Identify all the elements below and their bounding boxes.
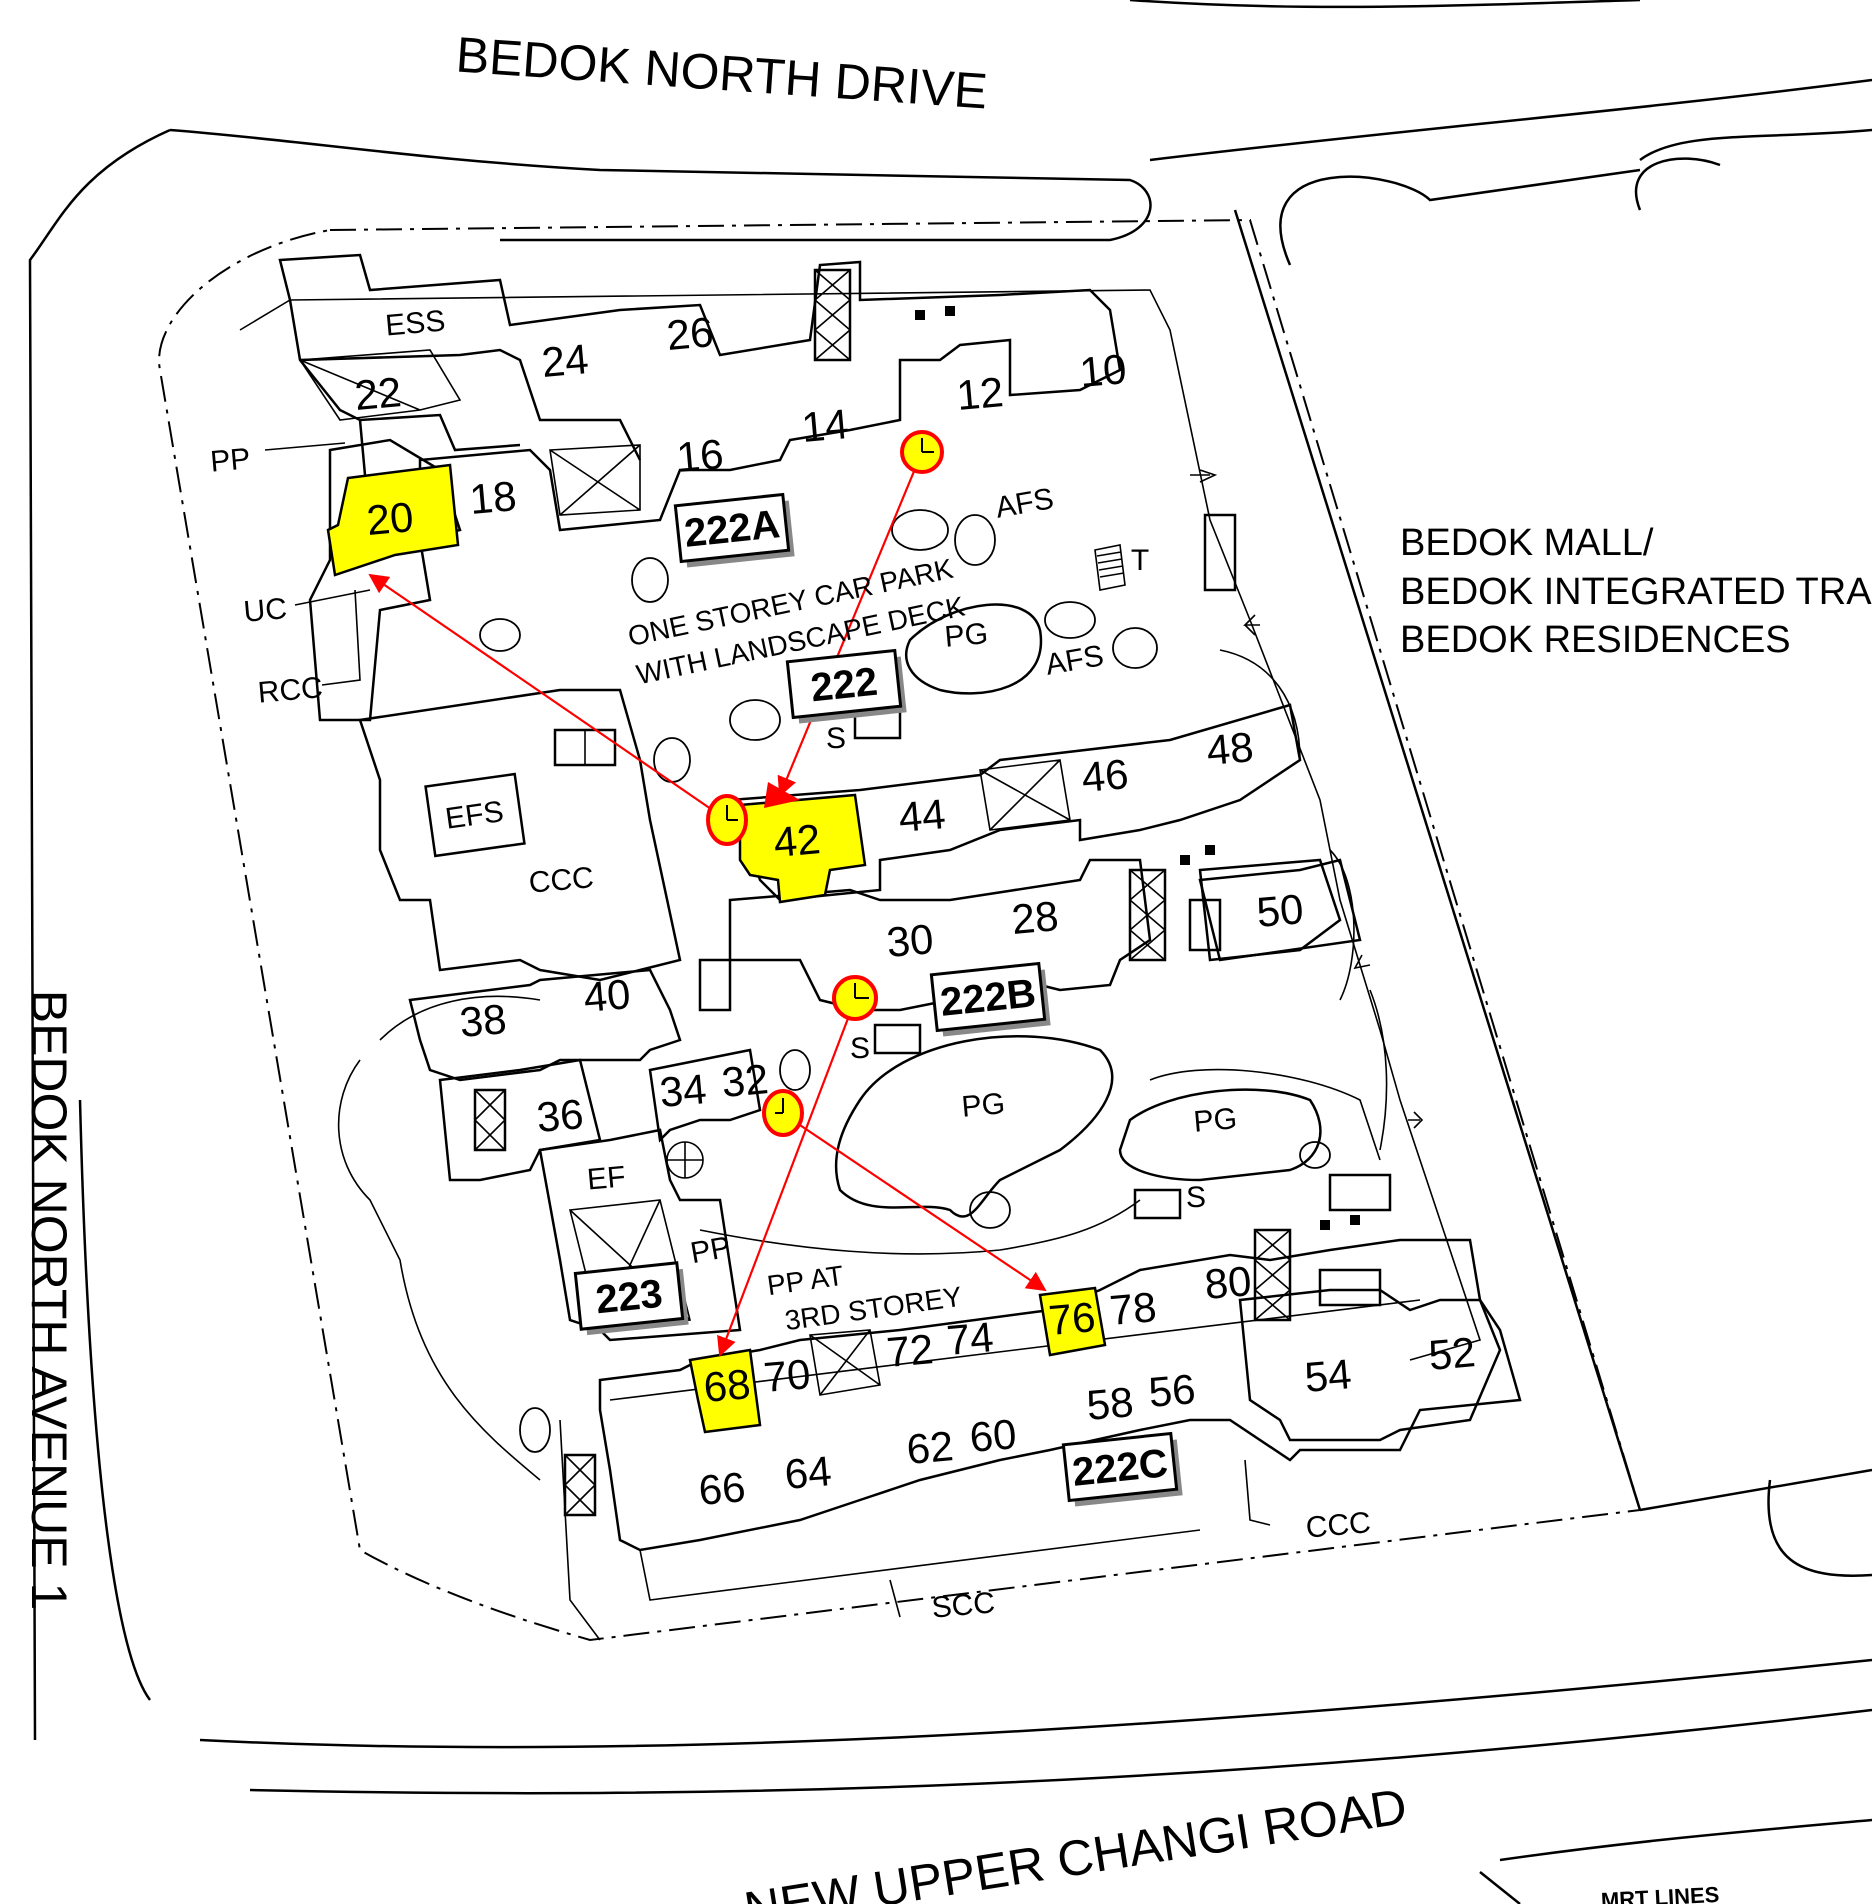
label-efs: EFS [443, 795, 505, 836]
unit-54[interactable]: 54 [1303, 1350, 1354, 1401]
marker-unit-32[interactable] [762, 1089, 804, 1137]
unit-36[interactable]: 36 [535, 1090, 586, 1141]
road-south: NEW UPPER CHANGI ROAD [740, 1778, 1410, 1904]
block-222[interactable]: 222 [785, 648, 907, 724]
arrow-42-to-20 [368, 573, 728, 821]
side-label-3: BEDOK RESIDENCES [1400, 619, 1791, 661]
unit-66[interactable]: 66 [697, 1463, 748, 1514]
unit-10[interactable]: 10 [1078, 345, 1129, 396]
label-ess: ESS [384, 304, 447, 342]
highlighted-units [326, 463, 1107, 1434]
unit-40[interactable]: 40 [582, 970, 633, 1021]
site-boundary [158, 218, 1642, 1642]
label-pp-2: PP [688, 1231, 733, 1270]
unit-14[interactable]: 14 [800, 400, 851, 451]
unit-78[interactable]: 78 [1108, 1283, 1159, 1334]
unit-48[interactable]: 48 [1205, 723, 1256, 774]
unit-numbers: 10 12 14 16 18 20 22 24 26 28 30 32 34 3… [353, 308, 1478, 1514]
unit-12[interactable]: 12 [955, 368, 1006, 419]
unit-76-highlight[interactable] [1038, 1286, 1107, 1357]
label-t: T [1131, 544, 1149, 577]
label-pg-3: PG [1192, 1102, 1238, 1139]
side-label-2: BEDOK INTEGRATED TRA [1400, 571, 1872, 613]
block-labels: 222A 222 222B 222C 223 [573, 492, 1183, 1507]
block-222B[interactable]: 222B [929, 961, 1051, 1037]
road-west: BEDOK NORTH AVENUE 1 [21, 990, 77, 1611]
note-pp-3rd-1: PP AT [765, 1260, 845, 1301]
unit-26[interactable]: 26 [665, 308, 716, 359]
arrow-32-to-76 [784, 1114, 1047, 1292]
unit-18[interactable]: 18 [468, 472, 519, 523]
unit-62[interactable]: 62 [905, 1422, 956, 1473]
block-222C[interactable]: 222C [1061, 1431, 1183, 1507]
marker-unit-30[interactable] [832, 975, 878, 1021]
arrowhead-42 [764, 782, 800, 808]
unit-80[interactable]: 80 [1203, 1257, 1254, 1308]
road-kerbs [28, 0, 1872, 1904]
unit-72[interactable]: 72 [885, 1325, 936, 1376]
arrow-12-to-42 [777, 451, 924, 797]
block-222A[interactable]: 222A [673, 492, 795, 568]
landscape-features [479, 469, 1424, 1453]
side-label-1: BEDOK MALL/ [1400, 522, 1654, 564]
unit-22[interactable]: 22 [353, 368, 404, 419]
label-ccc: CCC [527, 861, 595, 900]
unit-38[interactable]: 38 [458, 995, 509, 1046]
unit-42-highlight[interactable] [738, 793, 867, 904]
markers [706, 430, 944, 1137]
unit-16[interactable]: 16 [675, 430, 726, 481]
label-scc: SCC [930, 1586, 996, 1624]
unit-46[interactable]: 46 [1080, 750, 1131, 801]
label-s-3: S [1186, 1181, 1206, 1214]
label-pg-1: PG [943, 617, 989, 654]
label-uc: UC [242, 592, 288, 629]
unit-58[interactable]: 58 [1085, 1378, 1136, 1429]
marker-unit-42[interactable] [706, 794, 748, 846]
unit-70[interactable]: 70 [762, 1350, 813, 1401]
unit-68[interactable]: 68 [702, 1360, 753, 1411]
unit-42[interactable]: 42 [772, 815, 823, 866]
unit-30[interactable]: 30 [885, 915, 936, 966]
label-rcc: RCC [256, 671, 324, 710]
unit-56[interactable]: 56 [1147, 1365, 1198, 1416]
label-s-2: S [850, 1032, 870, 1065]
unit-68-highlight[interactable] [688, 1348, 762, 1434]
marker-unit-12[interactable] [900, 430, 944, 474]
svg-text:222: 222 [809, 660, 880, 711]
unit-76[interactable]: 76 [1047, 1293, 1098, 1344]
label-pp: PP [209, 442, 252, 478]
block-223[interactable]: 223 [573, 1261, 689, 1336]
unit-74[interactable]: 74 [945, 1313, 996, 1364]
unit-28[interactable]: 28 [1010, 892, 1061, 943]
facility-labels: ESS EFS CCC CCC SCC PP PP UC RCC EF AFS … [209, 304, 1372, 1624]
road-north: BEDOK NORTH DRIVE [454, 26, 989, 119]
unit-20-highlight[interactable] [326, 463, 460, 577]
unit-50[interactable]: 50 [1255, 885, 1306, 936]
label-afs-2: AFS [1043, 639, 1106, 682]
label-afs-1: AFS [993, 482, 1056, 525]
unit-24[interactable]: 24 [540, 335, 591, 386]
unit-20[interactable]: 20 [365, 493, 416, 544]
svg-text:223: 223 [594, 1272, 665, 1323]
label-mrt-lines: MRT LINES [1600, 1882, 1720, 1904]
side-labels: BEDOK MALL/ BEDOK INTEGRATED TRA BEDOK R… [1400, 522, 1872, 661]
svg-text:222C: 222C [1070, 1441, 1170, 1495]
landscape-outlines [239, 289, 1482, 1481]
unit-64[interactable]: 64 [783, 1447, 834, 1498]
label-ef: EF [586, 1160, 627, 1196]
unit-60[interactable]: 60 [968, 1410, 1019, 1461]
label-s-1: S [826, 722, 846, 755]
label-ccc-south: CCC [1304, 1506, 1372, 1545]
unit-34[interactable]: 34 [658, 1065, 709, 1116]
unit-52[interactable]: 52 [1427, 1328, 1478, 1379]
svg-text:222B: 222B [938, 971, 1038, 1025]
arrow-30-to-68 [717, 999, 857, 1357]
svg-text:222A: 222A [682, 502, 782, 556]
route-arrows [368, 451, 1047, 1357]
label-pg-2: PG [960, 1087, 1006, 1124]
unit-32[interactable]: 32 [720, 1055, 771, 1106]
unit-44[interactable]: 44 [897, 790, 948, 841]
